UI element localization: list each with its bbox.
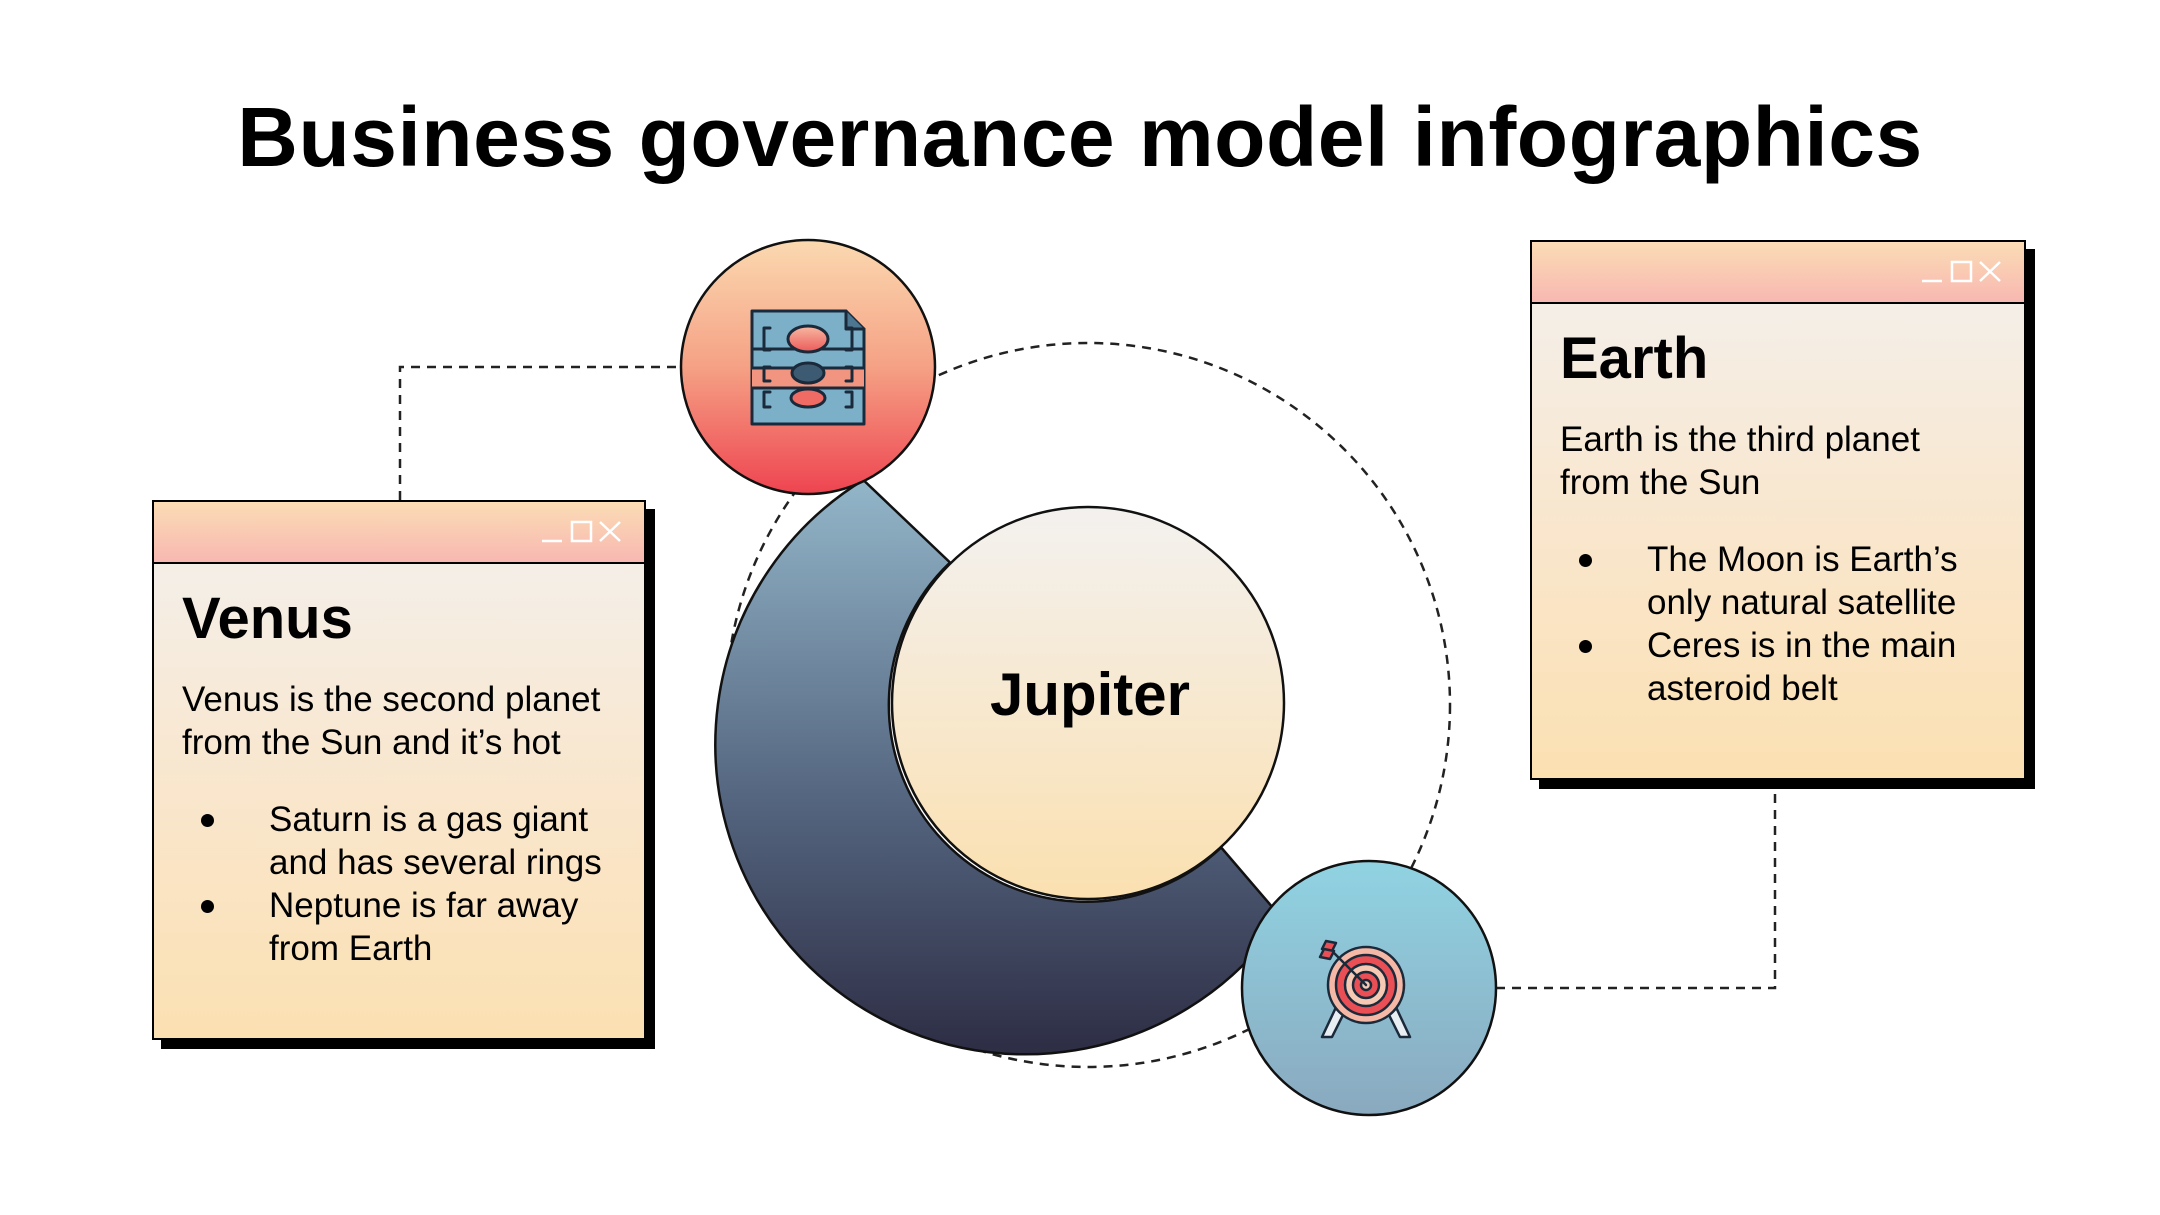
description-line: from the Sun and it’s hot: [182, 723, 561, 762]
description-line: from the Sun: [1560, 463, 1761, 502]
target-arrow-icon: [1318, 939, 1412, 1039]
connector-venus: [398, 365, 680, 500]
bullet-line: Neptune is far away: [269, 886, 579, 925]
description-line: Venus is the second planet: [182, 680, 601, 719]
connector-earth: [1495, 778, 1777, 990]
database-server-icon: [750, 309, 866, 426]
window-controls-icon: [1922, 260, 2001, 283]
bullet-line: Saturn is a gas giant: [269, 800, 589, 839]
bullet-line: The Moon is Earth’s: [1647, 540, 1958, 579]
card-description: Earth is the third planet from the Sun: [1560, 418, 1996, 504]
center-label: Jupiter: [989, 661, 1191, 728]
card-description: Venus is the second planet from the Sun …: [182, 678, 616, 764]
list-item: The Moon is Earth’s only natural satelli…: [1560, 538, 1996, 624]
card-heading: Venus: [182, 586, 353, 651]
list-item: Neptune is far away from Earth: [182, 884, 616, 970]
list-item: Saturn is a gas giant and has several ri…: [182, 798, 616, 884]
page-title: Business governance model infographics: [237, 90, 1923, 184]
center-circle: [890, 505, 1286, 901]
progress-arc: [714, 478, 1284, 1056]
list-item: Ceres is in the main asteroid belt: [1560, 624, 1996, 710]
description-line: Earth is the third planet: [1560, 420, 1920, 459]
card-venus: Venus Venus is the second planet from th…: [152, 500, 646, 1040]
bullet-list: Saturn is a gas giant and has several ri…: [182, 798, 616, 970]
window-controls-icon: [542, 520, 621, 543]
window-controls: [1920, 258, 2004, 284]
card-heading: Earth: [1560, 326, 1709, 391]
bullet-line: from Earth: [269, 929, 433, 968]
bullet-line: and has several rings: [269, 843, 602, 882]
window-titlebar: [154, 502, 644, 564]
card-earth: Earth Earth is the third planet from the…: [1530, 240, 2026, 780]
bullet-line: Ceres is in the main: [1647, 626, 1957, 665]
bullet-list: The Moon is Earth’s only natural satelli…: [1560, 538, 1996, 710]
bullet-line: only natural satellite: [1647, 583, 1957, 622]
window-titlebar: [1532, 242, 2024, 304]
bullet-line: asteroid belt: [1647, 669, 1838, 708]
window-controls: [540, 518, 624, 544]
